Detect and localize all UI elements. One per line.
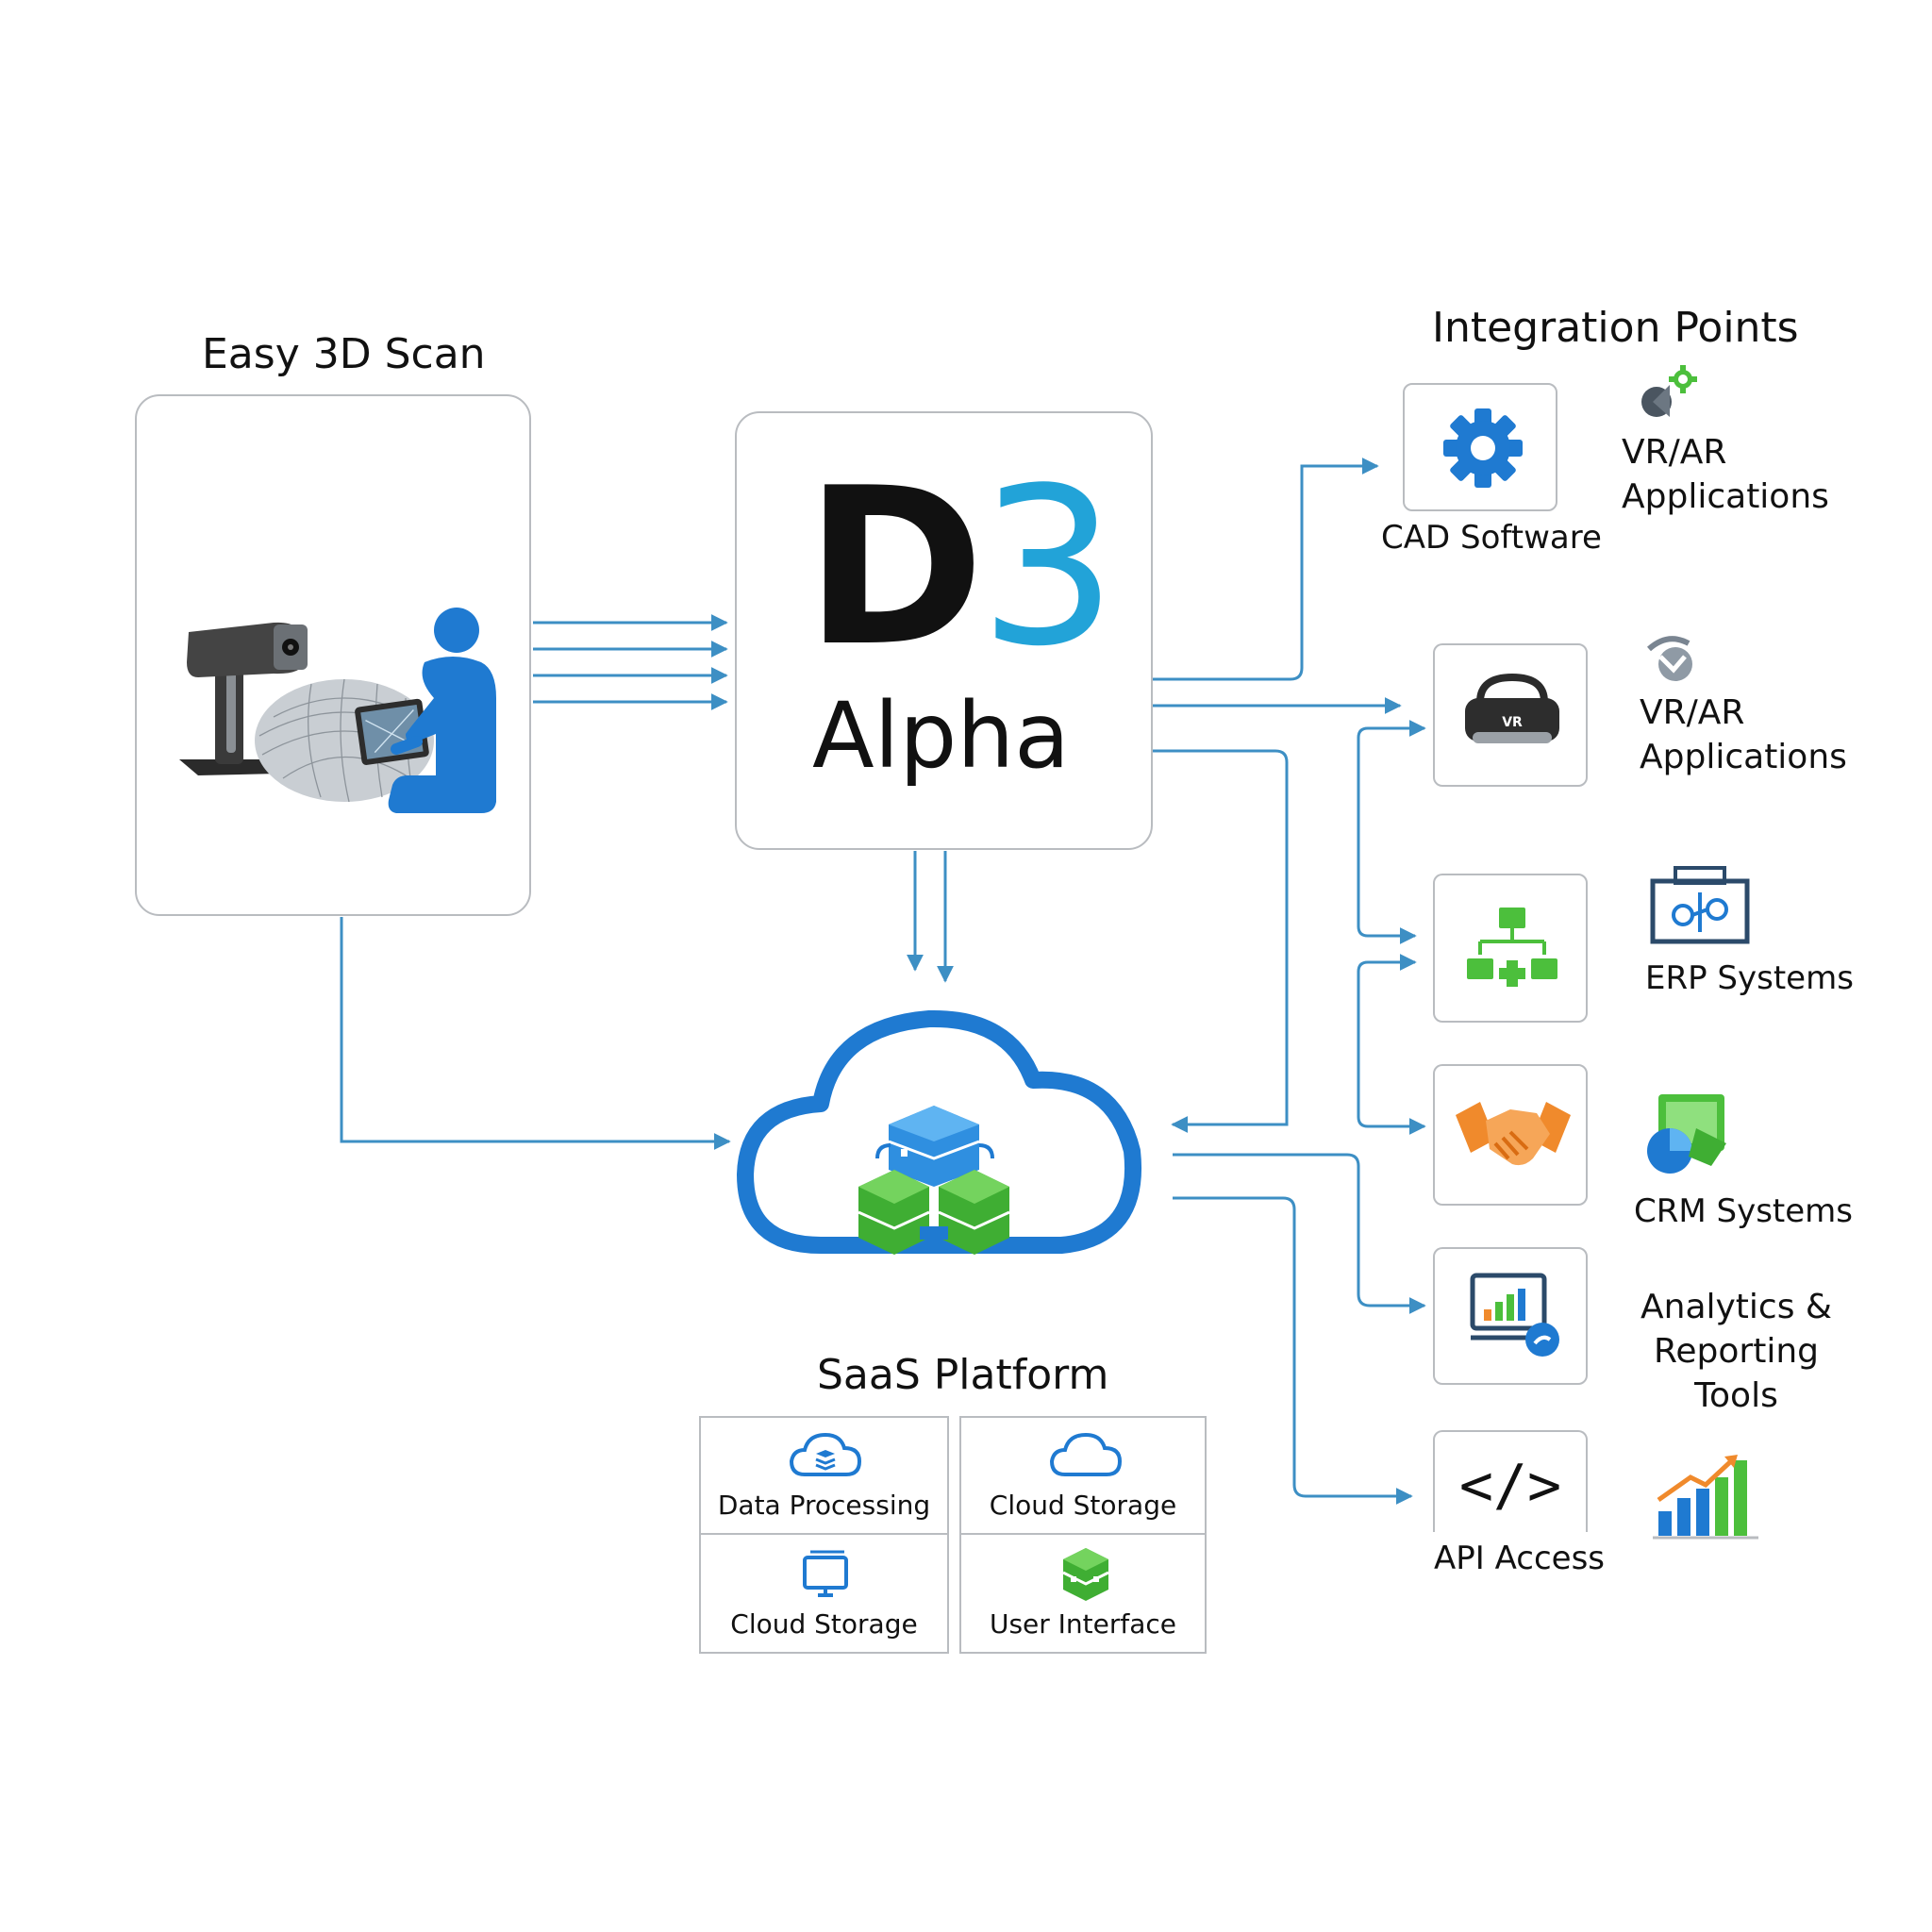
- crm-label: CRM Systems: [1634, 1192, 1854, 1230]
- arrow-bus-to-crm: [1357, 1116, 1426, 1135]
- gear-icon: [1443, 408, 1523, 488]
- cloud-icon: [737, 1009, 1141, 1255]
- growth-chart-icon: [1653, 1455, 1758, 1540]
- handshake-icon: [1456, 1102, 1571, 1166]
- cad-software-label: CAD Software: [1381, 519, 1602, 557]
- hologram-icon: [1646, 636, 1692, 681]
- vr-ar-side-label-2: VR/AR Applications: [1640, 693, 1847, 776]
- core-logo: D3: [805, 460, 1117, 677]
- saas-cell-label: Data Processing: [717, 1490, 931, 1521]
- saas-cell-label: User Interface: [989, 1608, 1177, 1640]
- arrow-bus-to-erp-2: [1357, 954, 1417, 1117]
- saas-cell-cloud-storage: Cloud Storage: [959, 1416, 1207, 1535]
- vr-headset-icon: VR: [1465, 673, 1559, 743]
- core-product-card: D3 Alpha: [735, 411, 1153, 850]
- analytics-label: Analytics & Reporting Tools: [1641, 1288, 1832, 1415]
- code-brackets-icon: </>: [1458, 1453, 1562, 1519]
- arrow-cloud-to-api: [1173, 1196, 1413, 1505]
- org-chart-icon: [1467, 908, 1557, 987]
- cloud-icon: [1049, 1432, 1123, 1476]
- monitor-icon: [803, 1550, 848, 1597]
- erp-network-icon: [1650, 866, 1750, 944]
- cloud-data-icon: [789, 1432, 862, 1476]
- dashboard-monitor-icon: [1470, 1273, 1559, 1357]
- saas-cell-cloud-storage-2: Cloud Storage: [699, 1533, 949, 1654]
- integration-title: Integration Points: [1432, 304, 1799, 352]
- crm-card: [1433, 1064, 1588, 1206]
- vr-badge: VR: [1502, 715, 1523, 730]
- scanner-title: Easy 3D Scan: [202, 330, 486, 378]
- arrow-bus-to-vr: [1357, 720, 1426, 926]
- mixed-reality-icon: [1641, 365, 1697, 417]
- saas-cell-user-interface: User Interface: [959, 1533, 1207, 1654]
- core-logo-d: D: [805, 442, 985, 694]
- vr-ar-side-label-1: VR/AR Applications: [1622, 433, 1829, 516]
- saas-cell-label: Cloud Storage: [989, 1490, 1177, 1521]
- erp-label: ERP Systems: [1645, 959, 1854, 997]
- arrow-bus-to-erp: [1357, 925, 1417, 944]
- core-logo-3: 3: [978, 442, 1117, 694]
- api-card: </>: [1433, 1430, 1588, 1532]
- core-subtitle: Alpha: [812, 683, 1070, 789]
- saas-title: SaaS Platform: [817, 1351, 1109, 1399]
- green-cubes-icon: [1062, 1548, 1109, 1601]
- scanner-panel: [135, 394, 531, 916]
- arrow-core-to-cloud-3: [1153, 749, 1289, 1133]
- saas-cell-data-processing: Data Processing: [699, 1416, 949, 1535]
- saas-grid: Data Processing Cloud Storage Cloud Stor…: [699, 1416, 1207, 1654]
- crm-cycle-icon: [1647, 1094, 1726, 1174]
- vr-ar-card: VR: [1433, 643, 1588, 787]
- api-label: API Access: [1434, 1540, 1605, 1577]
- analytics-card: [1433, 1247, 1588, 1385]
- arrow-scan-to-cloud: [340, 917, 731, 1150]
- arrow-cloud-to-analytics: [1173, 1153, 1426, 1314]
- cad-software-card: [1403, 383, 1557, 511]
- scanner-illustration: [179, 608, 496, 813]
- erp-card: [1433, 874, 1588, 1023]
- arrow-core-to-cad: [1153, 458, 1379, 681]
- saas-cell-label: Cloud Storage: [730, 1608, 918, 1640]
